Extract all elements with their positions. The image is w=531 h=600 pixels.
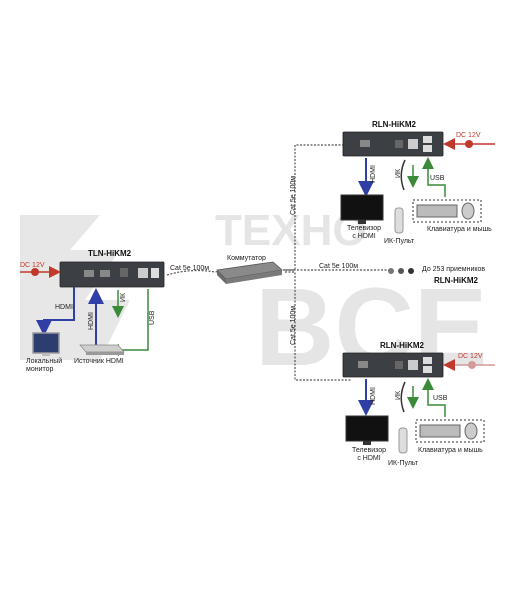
more-receivers-model: RLN-HiKM2 (434, 276, 478, 285)
local-hdmi1-label: HDMI (55, 304, 73, 311)
keyboard-mouse-bottom (415, 419, 485, 443)
receiver-top-tv-label: Телевизор с HDMI (347, 225, 382, 240)
cable-tx-switch-label: Cat 5e 100м (170, 265, 210, 272)
more-receivers-label: До 253 приемников (422, 266, 486, 273)
receiver-top-device (342, 131, 444, 157)
receiver-bottom-title: RLN-HiKM2 (380, 341, 424, 350)
receiver-top-keyboard-label: Клавиатура и мышь (427, 226, 492, 233)
tv-bottom (345, 415, 389, 445)
receiver-bottom-power-label: DC 12V (458, 353, 483, 360)
receiver-top-power-label: DC 12V (456, 132, 481, 139)
receiver-top-title: RLN-HiKM2 (372, 120, 416, 129)
remote-top (394, 207, 404, 234)
receiver-bottom-tv-label: Телевизор с HDMI (352, 447, 387, 462)
network-switch (216, 261, 283, 284)
hdmi-source (79, 344, 125, 355)
cable-bottom-label: Cat 5e 100м (290, 305, 297, 345)
transmitter-title: TLN-HiKM2 (88, 249, 132, 258)
receiver-top-usb-label: USB (430, 175, 445, 182)
transmitter-power-label: DC 12V (20, 262, 45, 269)
receiver-bottom-hdmi-label: HDMI (370, 387, 377, 405)
local-monitor (32, 332, 60, 356)
cable-middle-label: Cat 5e 100м (319, 263, 359, 270)
receiver-bottom-keyboard-label: Клавиатура и мышь (418, 447, 483, 454)
receiver-top-hdmi-label: HDMI (370, 165, 377, 183)
keyboard-mouse-top (412, 199, 482, 223)
local-monitor-label: Локальный монитор (26, 358, 63, 373)
cable-top-label: Cat 5e 100м (290, 175, 297, 215)
switch-label: Коммутатор (227, 255, 266, 262)
transmitter-device (59, 261, 165, 288)
more-receivers-dots (388, 268, 414, 274)
receiver-top-remote-label: ИК-Пульт (384, 238, 415, 245)
hdmi-source-label: Источник HDMI (74, 358, 124, 365)
local-usb-label: USB (149, 310, 156, 325)
local-hdmi2-label: HDMI (88, 312, 95, 330)
tv-top (340, 194, 384, 224)
receiver-bottom-remote-label: ИК-Пульт (388, 460, 419, 467)
receiver-top-ir-label: ИК (395, 168, 402, 178)
receiver-bottom-usb-label: USB (433, 395, 448, 402)
receiver-bottom-device (342, 352, 444, 378)
local-ir-label: ИК (120, 292, 127, 302)
remote-bottom (398, 427, 408, 454)
receiver-bottom-ir-label: ИК (395, 390, 402, 400)
